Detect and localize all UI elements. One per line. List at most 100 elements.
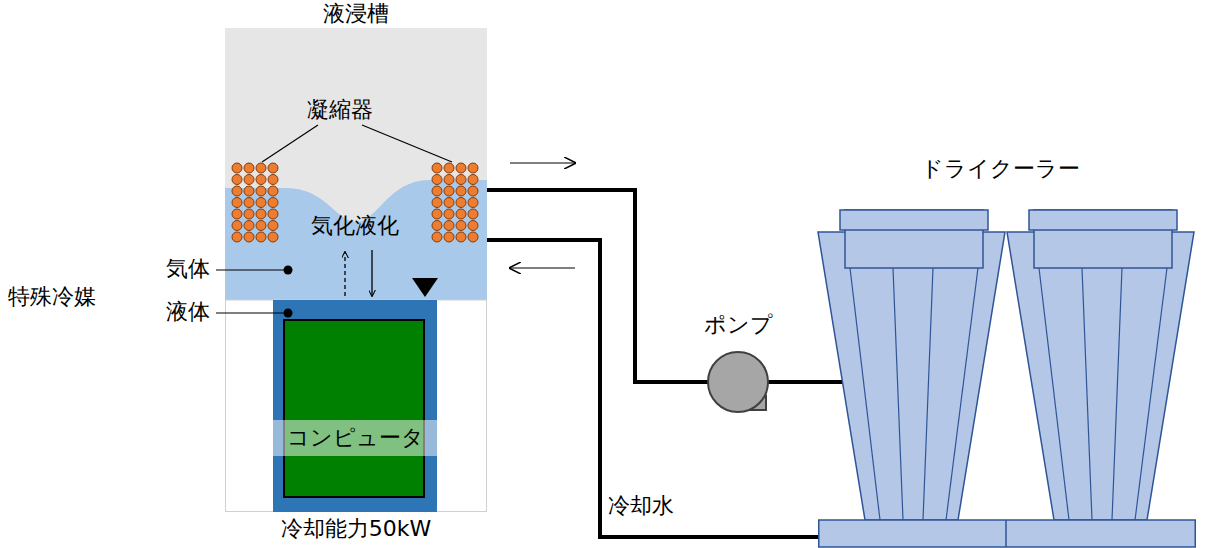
node-label: ポンプ <box>704 312 773 338</box>
vapor-arrow <box>344 252 345 296</box>
cooler-edge <box>850 268 880 520</box>
condenser-tube <box>444 163 454 173</box>
cooler-edge <box>946 268 978 520</box>
condense-arrow <box>371 250 372 296</box>
process-label: 気化液化 <box>311 213 399 239</box>
cooler-fan-cap <box>840 210 988 230</box>
pump-body <box>708 352 768 412</box>
condenser-tube <box>256 186 266 196</box>
condenser-tube <box>444 232 454 242</box>
condenser-tube <box>456 175 466 185</box>
condenser-tube <box>256 209 266 219</box>
cooler-base <box>819 520 1196 547</box>
condenser-tube <box>432 198 442 208</box>
condenser-tube <box>468 163 478 173</box>
condenser-tube <box>432 209 442 219</box>
cooler-fan-cap <box>1029 210 1177 230</box>
condenser-tube <box>468 175 478 185</box>
condenser-tube <box>432 221 442 231</box>
condenser-tube <box>256 232 266 242</box>
condenser-tube <box>456 221 466 231</box>
level-marker <box>412 278 438 297</box>
group-label: 特殊冷媒 <box>8 284 96 310</box>
condenser-tube <box>444 198 454 208</box>
cooler-edge <box>923 268 933 520</box>
leader-dot <box>284 266 293 275</box>
condenser-tube <box>256 175 266 185</box>
condenser-tube <box>244 232 254 242</box>
cooler-base-divider <box>1005 520 1007 547</box>
leader-dot <box>284 309 293 318</box>
condenser-tube <box>444 186 454 196</box>
condenser-tube <box>268 209 278 219</box>
condenser-tube <box>268 186 278 196</box>
condenser-tube <box>232 221 242 231</box>
condenser-tube <box>268 221 278 231</box>
condenser-tube <box>244 186 254 196</box>
condenser-tube <box>444 209 454 219</box>
computer-box: コンピュータ <box>273 300 437 512</box>
pipe-label: 冷却水 <box>608 493 674 519</box>
condenser-tube <box>444 221 454 231</box>
condenser-tube <box>432 232 442 242</box>
condenser-tube <box>232 209 242 219</box>
condenser-tube <box>432 163 442 173</box>
condenser-tube <box>268 232 278 242</box>
condenser-tube <box>232 175 242 185</box>
flow-arrow <box>510 267 575 268</box>
cooler-edge <box>1135 268 1167 520</box>
condenser-tube <box>268 163 278 173</box>
leader-line <box>262 125 318 162</box>
flow-arrow <box>510 162 575 163</box>
pump: ポンプ <box>698 310 778 414</box>
vapor-region <box>225 180 487 300</box>
cooler-body <box>1007 232 1194 520</box>
condenser-tube <box>468 198 478 208</box>
node-label: コンピュータ <box>287 425 424 451</box>
condenser-tube <box>468 186 478 196</box>
condenser-tube <box>256 198 266 208</box>
leader-line <box>362 125 452 162</box>
condenser-tube <box>244 209 254 219</box>
cooler-edge <box>1039 268 1069 520</box>
condenser-tube <box>468 209 478 219</box>
condenser-tube <box>468 221 478 231</box>
condenser-tube <box>256 221 266 231</box>
condenser-tube <box>232 186 242 196</box>
condenser-tube <box>244 221 254 231</box>
label-band <box>273 420 437 456</box>
condenser-tube <box>244 163 254 173</box>
coolant-pipe <box>487 190 708 382</box>
immersion-tank: コンピュータ液浸槽 <box>225 0 487 512</box>
leader-line <box>216 312 288 313</box>
condenser-tube <box>468 232 478 242</box>
condenser-tube <box>444 175 454 185</box>
node-label: ドライクーラー <box>921 156 1080 182</box>
coolant-pipe <box>768 380 844 384</box>
cooler-edge <box>893 268 903 520</box>
condenser-tube <box>268 198 278 208</box>
leader-line <box>216 269 288 270</box>
condenser-tube <box>432 186 442 196</box>
condenser-tube <box>244 175 254 185</box>
condenser-tube <box>456 186 466 196</box>
phase-label: 液体 <box>166 299 210 325</box>
condenser-tube <box>456 198 466 208</box>
phase-label: 気体 <box>166 256 210 282</box>
coolant-pipe <box>487 240 818 537</box>
node-label: 液浸槽 <box>323 1 389 27</box>
condenser-tube <box>232 232 242 242</box>
part-label: 凝縮器 <box>307 97 373 123</box>
condenser-tube <box>244 198 254 208</box>
tank-headspace <box>225 28 487 300</box>
condenser-tube <box>256 163 266 173</box>
tank-lower <box>226 300 487 512</box>
cooler-edge <box>1082 268 1092 520</box>
cooler-body <box>818 232 1005 520</box>
node-shape <box>818 150 1196 548</box>
condenser-tube <box>456 232 466 242</box>
liquid-coolant <box>273 300 437 512</box>
condenser-tube <box>456 163 466 173</box>
dry-cooler: ドライクーラー <box>818 150 1196 548</box>
